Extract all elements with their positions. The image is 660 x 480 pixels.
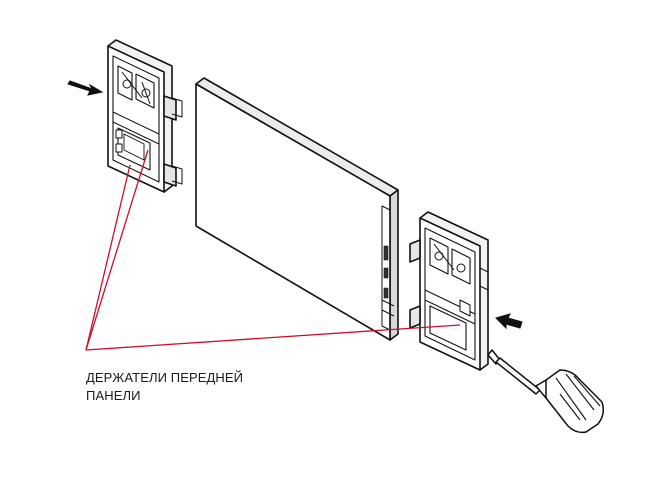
arrow-icon-right — [495, 313, 523, 330]
arrow-icon-left — [67, 80, 104, 96]
right-holder-bracket — [409, 211, 489, 371]
callout-leader-lines — [85, 149, 461, 351]
callout-label-line2: ПАНЕЛИ — [86, 388, 141, 403]
front-panel-plate — [195, 77, 399, 341]
left-holder-bracket — [107, 39, 183, 193]
leader-to-right-holder — [85, 324, 461, 351]
leader-to-left-holder — [85, 149, 149, 351]
front-panel-holders-label: ДЕРЖАТЕЛИ ПЕРЕДНЕЙ ПАНЕЛИ — [86, 369, 306, 405]
screwdriver-icon — [487, 349, 605, 434]
callout-label-line1: ДЕРЖАТЕЛИ ПЕРЕДНЕЙ — [86, 370, 244, 385]
leader-to-left-holder-2 — [85, 164, 131, 351]
